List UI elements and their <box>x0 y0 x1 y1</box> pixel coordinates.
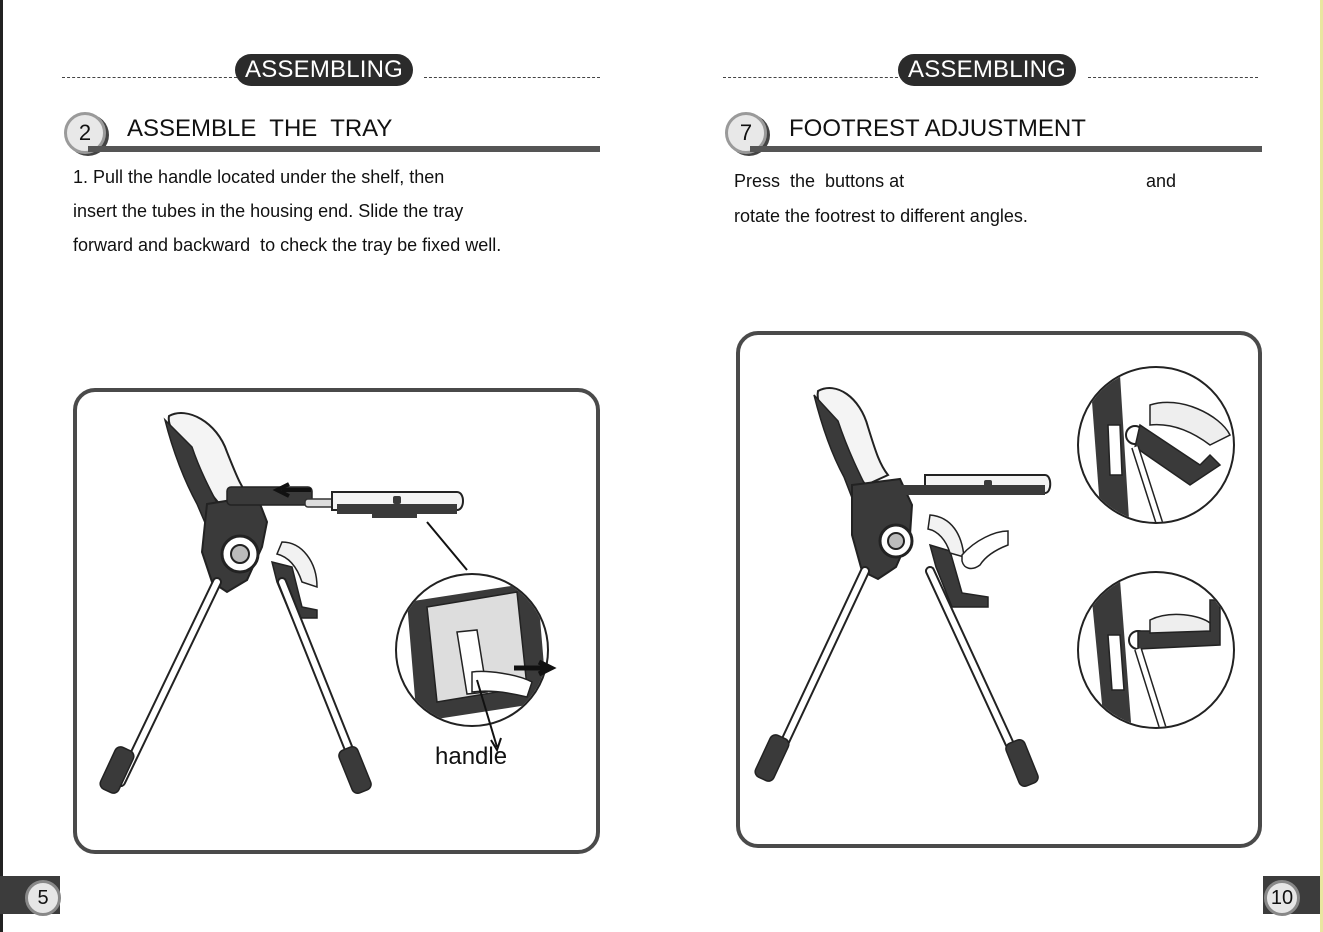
left-instruction-line-1: 1. Pull the handle located under the she… <box>73 167 445 187</box>
tray-clip <box>393 496 401 504</box>
chair-seat-cushion <box>927 514 965 559</box>
chair-leg-front-highlight <box>771 568 868 768</box>
hand-pressing-button <box>961 530 1009 570</box>
footrest-detail-angled-content <box>1090 375 1232 522</box>
chair-leg-front-highlight <box>118 579 220 785</box>
chair-hub-inner <box>230 544 250 564</box>
tray-underside <box>900 485 1045 495</box>
right-section-header: ASSEMBLING <box>723 54 1258 88</box>
footrest-detail-horizontal-content <box>1090 580 1221 727</box>
chair-foot-cap-back <box>338 745 372 795</box>
push-arrow-left-icon <box>272 482 311 498</box>
left-instruction-line-3: forward and backward to check the tray b… <box>73 235 502 255</box>
chair-foot-cap-back <box>1005 738 1039 788</box>
chair-foot-cap-front <box>754 734 790 782</box>
chair-seat-cushion <box>275 541 318 589</box>
right-header-dash-left <box>723 77 903 78</box>
right-section-label: ASSEMBLING <box>898 54 1077 86</box>
chair-hub-inner <box>887 532 905 550</box>
right-header-dash-right <box>1088 77 1258 78</box>
left-title-underline <box>88 146 600 152</box>
tray-tube <box>304 498 336 508</box>
chair-foot-cap-front <box>99 746 135 794</box>
right-page-number: 10 <box>1264 880 1300 916</box>
left-section-label: ASSEMBLING <box>235 54 414 86</box>
right-page-edge <box>1320 0 1323 932</box>
left-illustration-frame: handle <box>73 388 600 854</box>
high-chair-footrest-illustration <box>754 366 1235 788</box>
right-title-underline <box>750 146 1262 152</box>
tray-clip <box>984 480 992 488</box>
handle-label: handle <box>435 743 507 770</box>
right-illustration-frame <box>736 331 1262 848</box>
left-section-header: ASSEMBLING <box>62 54 602 88</box>
handle-label-pointer <box>476 679 498 748</box>
tray-foot <box>372 512 417 518</box>
left-page-number: 5 <box>25 880 61 916</box>
tray-underside <box>337 504 457 514</box>
right-instruction-line-2: rotate the footrest to different angles. <box>734 206 1028 226</box>
left-step-title: ASSEMBLE THE TRAY <box>127 115 393 142</box>
right-instruction-line-1-start: Press the buttons at <box>734 171 905 191</box>
left-page-edge <box>0 0 3 932</box>
left-header-dash-right <box>424 77 600 78</box>
left-header-dash-left <box>62 77 237 78</box>
pull-arrow-right-icon <box>514 659 557 677</box>
detail-pointer-line <box>426 521 468 571</box>
high-chair-tray-illustration: handle <box>99 412 557 795</box>
right-instruction-line-1-end: and <box>1146 171 1177 191</box>
right-step-title: FOOTREST ADJUSTMENT <box>789 115 1086 142</box>
handle-detail-content <box>407 582 547 722</box>
chair-footrest <box>928 543 989 608</box>
left-instruction-line-2: insert the tubes in the housing end. Sli… <box>73 201 464 221</box>
